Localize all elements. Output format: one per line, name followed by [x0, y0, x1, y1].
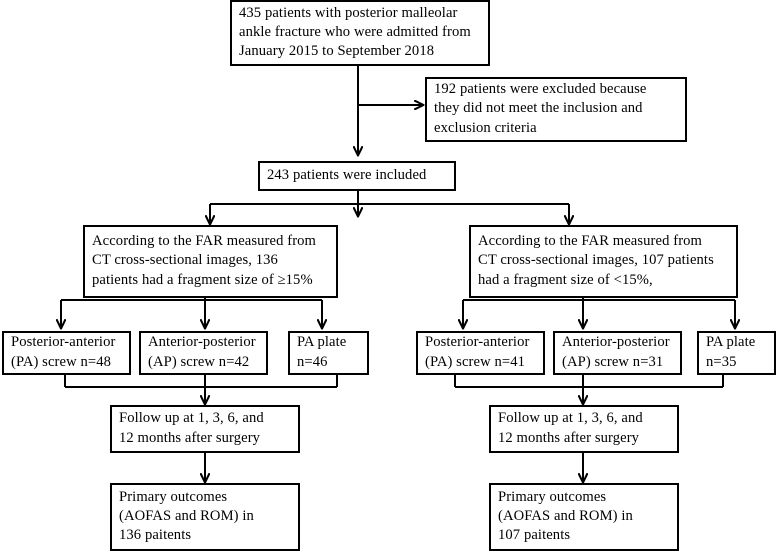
node-large-followup: Follow up at 1, 3, 6, and 12 months afte… [110, 405, 300, 453]
node-large-ap-screw-line-1: Anterior-posterior [148, 334, 256, 351]
node-small-ap-screw-line-1: Anterior-posterior [562, 334, 670, 351]
node-excluded-line-3: exclusion criteria [434, 119, 537, 136]
node-large-pa-screw-line-1: Posterior-anterior [11, 334, 116, 351]
node-excluded-line-2: they did not meet the inclusion and [434, 100, 643, 117]
node-group-small-fragment: According to the FAR measured from CT cr… [469, 225, 738, 298]
node-excluded-line-1: 192 patients were excluded because [434, 81, 647, 98]
node-large-ap-screw-line-2: (AP) screw n=42 [148, 353, 250, 370]
node-small-outcomes-line-1: Primary outcomes [498, 488, 607, 505]
node-included: 243 patients were included [258, 161, 456, 191]
node-large-pa-plate-line-1: PA plate [297, 334, 347, 351]
node-large-outcomes-line-1: Primary outcomes [119, 488, 228, 505]
node-group-small-line-3: had a fragment size of <15%, [478, 271, 653, 288]
node-group-large-line-1: According to the FAR measured from [92, 233, 317, 250]
node-group-small-line-1: According to the FAR measured from [478, 233, 703, 250]
node-small-outcomes: Primary outcomes (AOFAS and ROM) in 107 … [489, 483, 679, 551]
node-large-pa-screw-line-2: (PA) screw n=48 [11, 353, 111, 370]
node-included-line-1: 243 patients were included [267, 166, 427, 183]
node-excluded: 192 patients were excluded because they … [425, 77, 687, 142]
node-enrolled: 435 patients with posterior malleolar an… [230, 0, 490, 66]
node-large-followup-line-2: 12 months after surgery [119, 429, 261, 446]
node-small-followup-line-1: Follow up at 1, 3, 6, and [498, 410, 643, 427]
node-large-pa-screw: Posterior-anterior (PA) screw n=48 [2, 331, 131, 375]
node-large-outcomes: Primary outcomes (AOFAS and ROM) in 136 … [110, 483, 300, 551]
node-enrolled-line-3: January 2015 to September 2018 [239, 43, 435, 60]
node-small-pa-plate-line-1: PA plate [706, 334, 756, 351]
node-group-large-fragment: According to the FAR measured from CT cr… [83, 225, 338, 298]
node-small-outcomes-line-3: 107 paitents [498, 527, 571, 544]
node-large-followup-line-1: Follow up at 1, 3, 6, and [119, 410, 264, 427]
node-small-ap-screw: Anterior-posterior (AP) screw n=31 [553, 331, 682, 375]
node-small-pa-screw-line-1: Posterior-anterior [425, 334, 530, 351]
node-small-outcomes-line-2: (AOFAS and ROM) in [498, 507, 633, 524]
node-large-ap-screw: Anterior-posterior (AP) screw n=42 [139, 331, 268, 375]
node-large-outcomes-line-2: (AOFAS and ROM) in [119, 507, 254, 524]
node-large-outcomes-line-3: 136 paitents [119, 527, 192, 544]
node-group-small-line-2: CT cross-sectional images, 107 patients [478, 252, 714, 269]
node-small-followup-line-2: 12 months after surgery [498, 429, 640, 446]
node-group-large-line-2: CT cross-sectional images, 136 [92, 252, 278, 269]
node-small-pa-plate: PA plate n=35 [697, 331, 776, 375]
node-small-pa-plate-line-2: n=35 [706, 353, 737, 370]
node-small-pa-screw-line-2: (PA) screw n=41 [425, 353, 525, 370]
node-enrolled-line-1: 435 patients with posterior malleolar [239, 4, 458, 21]
node-small-pa-screw: Posterior-anterior (PA) screw n=41 [416, 331, 545, 375]
node-small-ap-screw-line-2: (AP) screw n=31 [562, 353, 664, 370]
node-enrolled-line-2: ankle fracture who were admitted from [239, 23, 471, 40]
node-group-large-line-3: patients had a fragment size of ≥15% [92, 271, 313, 288]
node-small-followup: Follow up at 1, 3, 6, and 12 months afte… [489, 405, 679, 453]
node-large-pa-plate-line-2: n=46 [297, 353, 328, 370]
node-large-pa-plate: PA plate n=46 [288, 331, 369, 375]
